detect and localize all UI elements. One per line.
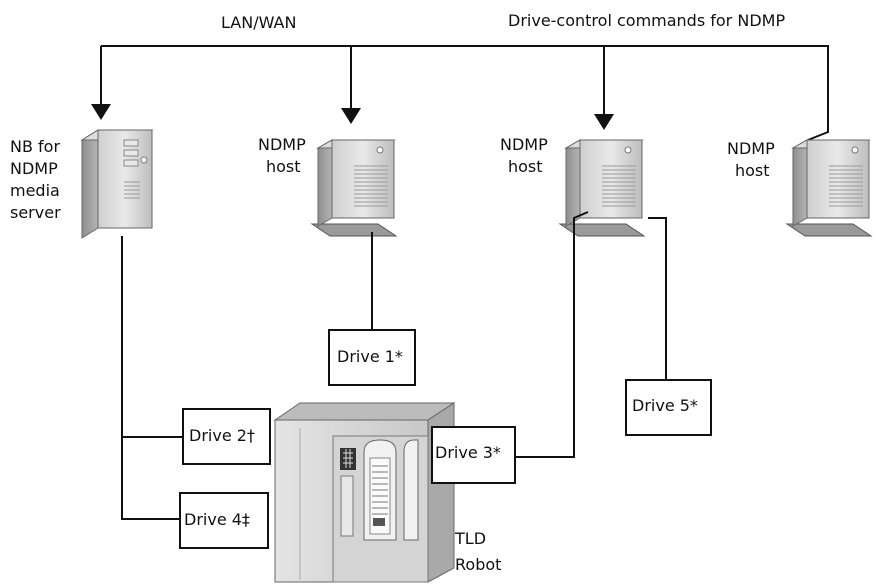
server-icon xyxy=(80,129,154,239)
arrow-down-icon xyxy=(91,104,111,120)
commands-label: Drive-control commands for NDMP xyxy=(508,11,785,30)
network-bus xyxy=(100,45,829,141)
arrow-down-icon xyxy=(341,108,361,124)
drive-4: Drive 4‡ xyxy=(179,492,269,549)
tape-library-icon xyxy=(273,402,456,583)
server-icon xyxy=(786,139,872,237)
drive-5: Drive 5* xyxy=(625,379,712,436)
lan-wan-label: LAN/WAN xyxy=(221,13,296,32)
tld-robot-label: TLD Robot xyxy=(454,529,501,574)
drive-1: Drive 1* xyxy=(328,329,416,386)
server-icon xyxy=(311,139,397,237)
server-icon xyxy=(559,139,645,237)
svg-text:Drive 4‡: Drive 4‡ xyxy=(184,510,250,529)
drive-2: Drive 2† xyxy=(182,408,271,465)
svg-text:Drive 3*: Drive 3* xyxy=(435,443,501,462)
drive-cables xyxy=(121,211,667,520)
svg-text:Drive 5*: Drive 5* xyxy=(632,396,698,415)
svg-text:Drive 1*: Drive 1* xyxy=(337,347,403,366)
drive-3: Drive 3* xyxy=(431,426,516,484)
svg-text:Drive 2†: Drive 2† xyxy=(189,426,255,445)
ndmp-host-label-3: NDMP host xyxy=(727,139,780,180)
arrow-down-icon xyxy=(594,114,614,130)
ndmp-host-label-2: NDMP host xyxy=(500,135,553,176)
ndmp-host-label-1: NDMP host xyxy=(258,135,311,176)
media-server-label: NB for NDMP media server xyxy=(10,137,65,222)
